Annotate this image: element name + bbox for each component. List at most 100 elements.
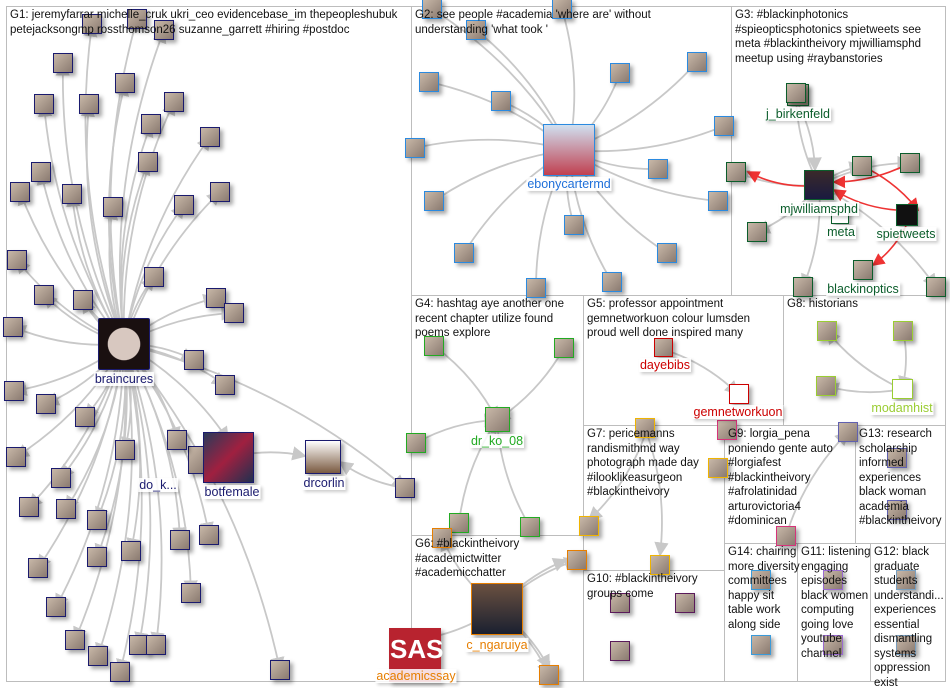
node-g1[interactable]	[53, 53, 73, 73]
node-g2[interactable]	[405, 138, 425, 158]
node-g9[interactable]	[717, 420, 737, 440]
node-g1[interactable]	[34, 285, 54, 305]
node-g1[interactable]	[146, 635, 166, 655]
node-g2[interactable]	[602, 272, 622, 292]
node-g1[interactable]	[215, 375, 235, 395]
label-dr-ko-08[interactable]: dr_ko_08	[469, 434, 525, 448]
node-g2[interactable]	[564, 215, 584, 235]
node-g4[interactable]	[520, 517, 540, 537]
node-g2[interactable]	[708, 191, 728, 211]
node-g1[interactable]	[174, 195, 194, 215]
node-g8[interactable]	[816, 376, 836, 396]
node-g3[interactable]	[786, 83, 806, 103]
node-c-ngaruiya[interactable]	[471, 583, 523, 635]
node-g1[interactable]	[31, 162, 51, 182]
node-g1[interactable]	[87, 510, 107, 530]
node-g2[interactable]	[526, 278, 546, 298]
node-g8[interactable]	[817, 321, 837, 341]
node-g4[interactable]	[424, 336, 444, 356]
node-spietweets[interactable]	[896, 204, 918, 226]
node-g1[interactable]	[75, 407, 95, 427]
node-g1[interactable]	[167, 430, 187, 450]
label-modamhist[interactable]: modamhist	[870, 401, 934, 415]
node-g8[interactable]	[893, 321, 913, 341]
node-g2[interactable]	[422, 0, 442, 19]
node-g1[interactable]	[115, 73, 135, 93]
node-g1[interactable]	[73, 290, 93, 310]
node-g1[interactable]	[141, 114, 161, 134]
node-dr-ko-08[interactable]	[485, 407, 510, 432]
node-g2[interactable]	[419, 72, 439, 92]
node-g1[interactable]	[115, 440, 135, 460]
node-g1[interactable]	[103, 197, 123, 217]
node-g7[interactable]	[635, 418, 655, 438]
node-botfemale[interactable]	[203, 432, 254, 483]
node-g1[interactable]	[170, 530, 190, 550]
node-g13[interactable]	[887, 448, 907, 468]
node-g1[interactable]	[36, 394, 56, 414]
label-academicssay[interactable]: academicssay	[375, 669, 457, 683]
label-spietweets[interactable]: spietweets	[875, 227, 937, 241]
node-g1[interactable]	[184, 350, 204, 370]
node-g1[interactable]	[46, 597, 66, 617]
node-g3[interactable]	[900, 153, 920, 173]
node-g7[interactable]	[579, 516, 599, 536]
label-meta[interactable]: meta	[826, 225, 856, 239]
node-g3[interactable]	[793, 277, 813, 297]
node-g1[interactable]	[51, 468, 71, 488]
node-g2[interactable]	[687, 52, 707, 72]
node-g2[interactable]	[714, 116, 734, 136]
node-g3[interactable]	[852, 156, 872, 176]
node-g1[interactable]	[199, 525, 219, 545]
node-g1[interactable]	[144, 267, 164, 287]
node-g13[interactable]	[887, 500, 907, 520]
node-g1[interactable]	[65, 630, 85, 650]
node-g2[interactable]	[424, 191, 444, 211]
node-gemnetworkuon[interactable]	[729, 384, 749, 404]
node-g1[interactable]	[4, 381, 24, 401]
label-braincures[interactable]: braincures	[93, 372, 155, 386]
node-ebonycartermd[interactable]	[543, 124, 595, 176]
node-g1[interactable]	[110, 662, 130, 682]
label-botfemale[interactable]: botfemale	[203, 485, 261, 499]
label-j-birkenfeld[interactable]: j_birkenfeld	[765, 107, 831, 121]
node-g12[interactable]	[896, 635, 916, 655]
node-blackinoptics[interactable]	[853, 260, 873, 280]
node-g4[interactable]	[554, 338, 574, 358]
label-dayebibs[interactable]: dayebibs	[638, 358, 692, 372]
node-g1[interactable]	[10, 182, 30, 202]
node-g4[interactable]	[449, 513, 469, 533]
node-g12[interactable]	[896, 570, 916, 590]
node-g1[interactable]	[270, 660, 290, 680]
label-blackinoptics[interactable]: blackinoptics	[826, 282, 900, 296]
node-g1[interactable]	[121, 541, 141, 561]
node-g1[interactable]	[206, 288, 226, 308]
node-g1[interactable]	[79, 94, 99, 114]
node-g10[interactable]	[675, 593, 695, 613]
node-g2[interactable]	[454, 243, 474, 263]
node-g1[interactable]	[7, 250, 27, 270]
node-g1[interactable]	[210, 182, 230, 202]
node-g1[interactable]	[3, 317, 23, 337]
node-g14[interactable]	[751, 635, 771, 655]
node-g1[interactable]	[181, 583, 201, 603]
node-mjwilliamsphd[interactable]	[804, 170, 834, 200]
node-g14[interactable]	[751, 570, 771, 590]
node-g9[interactable]	[776, 526, 796, 546]
node-g3[interactable]	[747, 222, 767, 242]
node-dayebibs[interactable]	[654, 338, 673, 357]
label-ebonycartermd[interactable]: ebonycartermd	[526, 177, 612, 191]
node-g1[interactable]	[138, 152, 158, 172]
node-drcorlin[interactable]	[305, 440, 341, 474]
node-g11[interactable]	[823, 635, 843, 655]
node-g2[interactable]	[657, 243, 677, 263]
label-do-k[interactable]: do_k...	[138, 478, 178, 492]
node-g1[interactable]	[6, 447, 26, 467]
node-g2[interactable]	[491, 91, 511, 111]
node-g4[interactable]	[406, 433, 426, 453]
node-g2[interactable]	[552, 0, 572, 19]
label-mjwilliamsphd[interactable]: mjwilliamsphd	[779, 202, 859, 216]
node-braincures[interactable]	[98, 318, 150, 370]
node-g1[interactable]	[28, 558, 48, 578]
node-g1[interactable]	[224, 303, 244, 323]
